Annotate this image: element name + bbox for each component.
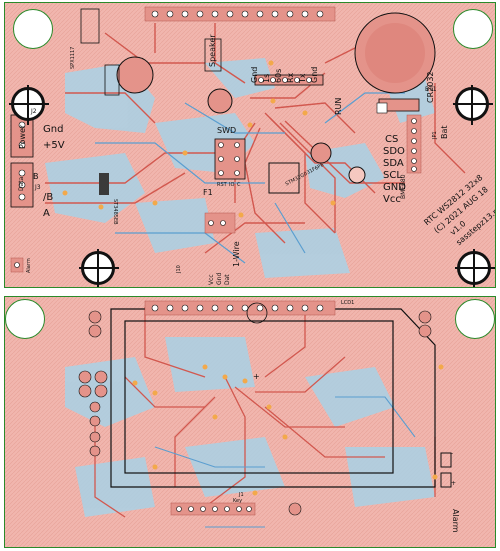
top-edge-pins: [151, 10, 324, 18]
data-a-label: A: [43, 208, 50, 219]
left-header-pins: [14, 77, 417, 268]
speaker-outline: [116, 56, 154, 94]
lcd-label: LCD1: [341, 300, 355, 306]
alarm-label-top: Alarm: [26, 258, 32, 273]
board-corner-hole: [455, 299, 495, 339]
j1-label-bottom: J1: [239, 492, 244, 498]
j3-label: J3: [35, 184, 41, 191]
data-header-title: Data: [18, 176, 25, 191]
onewire-gnd-label: Gnd: [216, 272, 223, 285]
io-label: IO: [229, 182, 235, 188]
speaker-label: Speaker: [208, 34, 217, 67]
power-gnd-label: Gnd: [43, 124, 64, 135]
alarm-minus-mark: -: [451, 450, 454, 457]
swd-label: SWD: [217, 126, 237, 135]
uart-tx-label: Tx: [298, 73, 307, 83]
bottom-pins: [151, 304, 324, 512]
onewire-label: 1-Wire: [232, 241, 241, 267]
rst-label: RST: [217, 182, 227, 188]
uart-1s-label: 1s: [262, 73, 271, 83]
bat-label: Bat: [440, 125, 449, 139]
uart-60s-label: 60s: [274, 68, 283, 83]
j10-label: J10: [176, 265, 182, 273]
lcd-outline: [110, 308, 436, 488]
alarm-plus-mark: +: [451, 480, 457, 487]
j2-label: J2: [31, 108, 37, 115]
onewire-vcc-label: Vcc: [208, 274, 215, 285]
mounting-hole: [81, 251, 115, 285]
key-label: Key: [233, 498, 243, 504]
bottom-copper-pours: [45, 58, 435, 278]
spx1117-label: SPX1117: [70, 46, 76, 69]
run-label: RUN: [334, 97, 343, 115]
uart-gnd-label: Gnd: [250, 66, 259, 83]
power-header-title: Power: [18, 124, 27, 149]
top-components: [99, 162, 300, 195]
silk-outlines: [10, 8, 420, 208]
mounting-hole: [455, 87, 489, 121]
jp1-label: JP1: [432, 131, 438, 139]
i2c-sda-label: SDA: [383, 158, 404, 169]
bme680-label: BME680: [400, 174, 407, 199]
data-nb-label: /B: [43, 192, 54, 203]
i2c-cs-label: CS: [385, 134, 399, 145]
pcb-bottom-artwork: [5, 297, 495, 547]
board-corner-hole: [5, 299, 45, 339]
power-5v-label: +5V: [43, 140, 65, 151]
pcb-top-artwork: [5, 3, 495, 287]
i2c-vcc-label: Vcc: [383, 194, 401, 205]
mounting-hole: [11, 87, 45, 121]
i2c-scl-label: SCL: [383, 170, 402, 181]
alarm-connector-outline: [440, 452, 452, 488]
st3485eb-label: ST3485EB: [112, 199, 118, 225]
bt1-label: BT1: [425, 86, 437, 93]
mounting-hole: [457, 251, 491, 285]
c-label: C: [237, 182, 241, 188]
fuse-label: F1: [203, 188, 213, 197]
uart-rx-label: Rx: [286, 72, 295, 83]
i2c-sdo-label: SDO: [383, 146, 405, 157]
top-pads: [10, 6, 422, 273]
i2c-gnd-label: GND: [383, 182, 406, 193]
top-vias: [62, 60, 336, 218]
center-plus-mark: +: [253, 372, 260, 381]
uart-gnd2-label: Gnd: [310, 66, 319, 83]
pcb-top-view: Power Gnd +5V Data A /B B J2 J3 Alarm ST…: [4, 2, 496, 288]
alarm-label-bottom: Alarm: [451, 509, 460, 533]
onewire-dat-label: Dat: [224, 274, 231, 285]
data-b-label: B: [33, 172, 39, 181]
board-corner-hole: [453, 9, 493, 49]
board-corner-hole: [13, 9, 53, 49]
pcb-bottom-view: LCD1 J1 Key + Alarm - +: [4, 296, 496, 548]
bottom-board-traces: [94, 307, 436, 518]
